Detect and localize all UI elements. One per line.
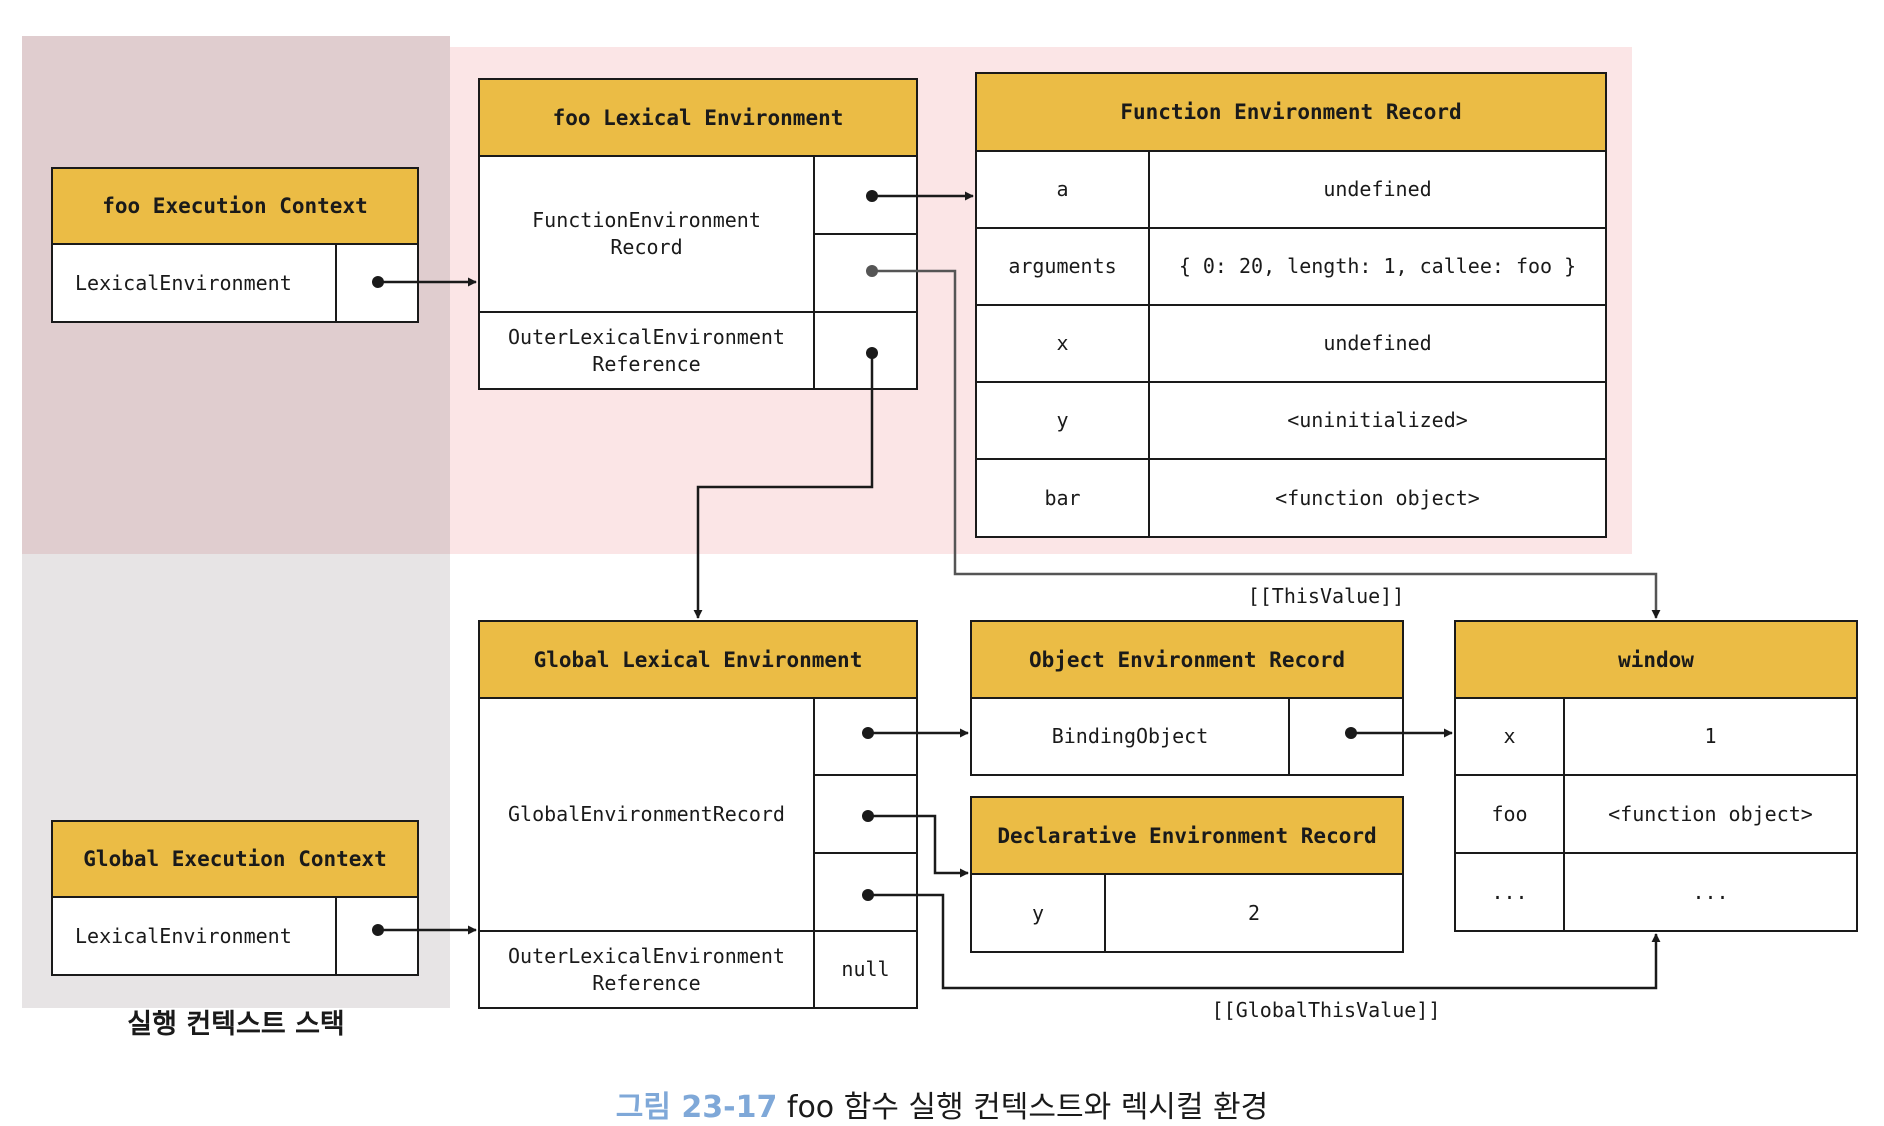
window-value-ellipsis: ... [1563,852,1858,932]
global-record-pointer-dot-2 [862,810,874,822]
foo-execution-context-lexical-environment: LexicalEnvironment [51,243,337,323]
this-value-label: [[ThisValue]] [1247,584,1405,608]
arrow-foo-outer-to-global-lexical [693,353,874,619]
declarative-environment-record-title: Declarative Environment Record [970,796,1404,875]
global-environment-record-label: GlobalEnvironmentRecord [478,697,815,932]
window-title: window [1454,620,1858,699]
global-record-pointer-dot-3 [862,889,874,901]
foo-lexical-environment-title: foo Lexical Environment [478,78,918,157]
figure-caption-text: foo 함수 실행 컨텍스트와 렉시컬 환경 [786,1090,1269,1125]
execution-stack-label: 실행 컨텍스트 스택 [127,1009,345,1040]
global-outer-reference-null: null [813,930,918,1009]
foo-outer-reference-label: OuterLexicalEnvironment Reference [478,311,815,390]
binding-object-pointer-dot [1345,727,1357,739]
global-context-pointer-dot [372,924,384,936]
global-execution-context-pointer-cell [335,896,419,976]
foo-record-pointer-dot [866,190,878,202]
foo-function-environment-record-label: FunctionEnvironment Record [478,155,815,313]
figure-caption: 그림 23-17 foo 함수 실행 컨텍스트와 렉시컬 환경 [0,1082,1884,1126]
global-lexical-environment-title: Global Lexical Environment [478,620,918,699]
arrow-foo-this-value-to-window [872,269,1661,619]
global-outer-reference-label: OuterLexicalEnvironment Reference [478,930,815,1009]
arrow-global-this-value-to-window [868,893,1661,990]
window-key-foo: foo [1454,774,1565,854]
global-record-pointer-dot-1 [862,727,874,739]
foo-record-pointer-cell-2 [813,233,918,313]
foo-this-pointer-dot [866,265,878,277]
global-this-value-label: [[GlobalThisValue]] [1211,998,1441,1022]
window-key-x: x [1454,697,1565,776]
object-record-pointer-cell [1288,697,1404,776]
window-value-foo: <function object> [1563,774,1858,854]
figure-number: 그림 23-17 [615,1090,778,1125]
func-rec-key-bar: bar [975,458,1150,538]
object-record-binding-object: BindingObject [970,697,1290,776]
decl-rec-value-y: 2 [1104,873,1404,953]
func-rec-value-bar: <function object> [1148,458,1607,538]
foo-context-pointer-dot [372,276,384,288]
decl-rec-key-y: y [970,873,1106,953]
object-environment-record-title: Object Environment Record [970,620,1404,699]
func-rec-value-arguments: { 0: 20, length: 1, callee: foo } [1148,227,1607,306]
foo-outer-reference-pointer-cell [813,311,918,390]
arrow-global-record-to-declarative-record [868,814,969,878]
func-rec-key-arguments: arguments [975,227,1150,306]
foo-outer-pointer-dot [866,347,878,359]
func-rec-value-y: <uninitialized> [1148,381,1607,460]
global-execution-context-title: Global Execution Context [51,820,419,898]
